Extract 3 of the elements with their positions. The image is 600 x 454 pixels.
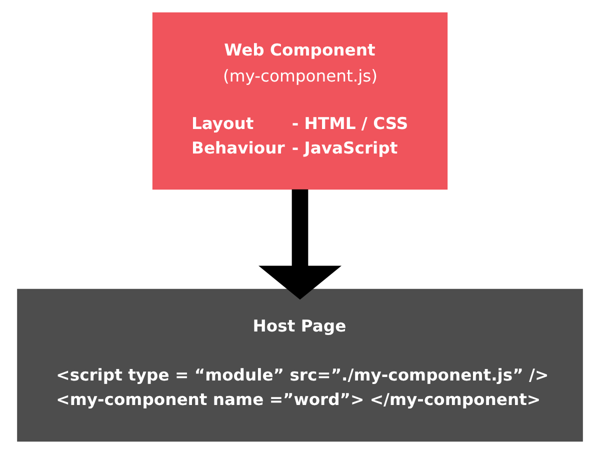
node-box: Host Page <script type = “module” src=”./my-component.js” /> <my-component name =”word”> </my-component> bbox=[17, 288, 583, 442]
node-box: Web Component (my-component.js) Layout - HTML / CSS Behaviour - JavaScript bbox=[152, 12, 448, 190]
arrow bbox=[258, 189, 342, 300]
